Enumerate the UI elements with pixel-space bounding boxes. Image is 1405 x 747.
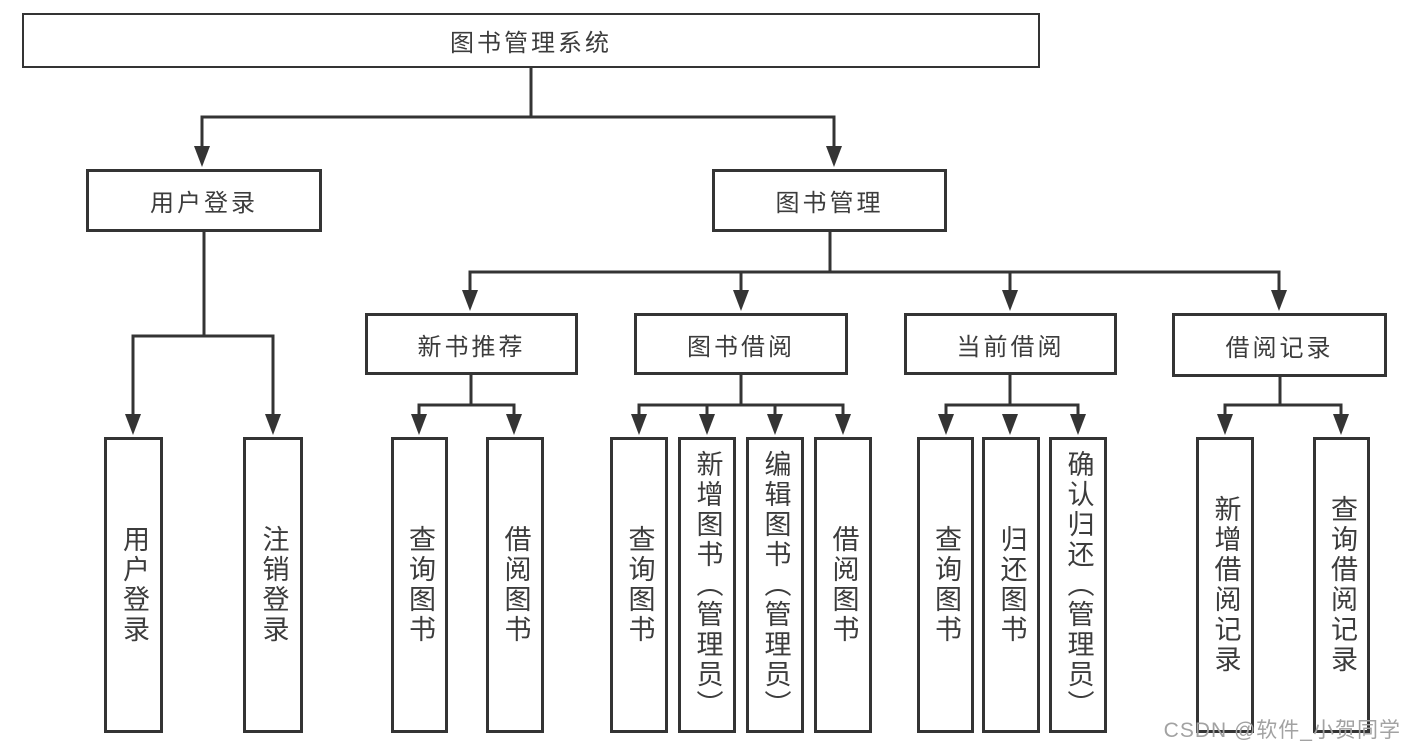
node-user-login-group: 用户登录 — [86, 169, 322, 232]
leaf-borrow-books-recommend: 借阅图书 — [486, 437, 544, 733]
connector-records-branch — [1217, 375, 1349, 435]
leaf-edit-books-admin: 编辑图书（管理员） — [746, 437, 804, 733]
leaf-query-books-borrow: 查询图书 — [610, 437, 668, 733]
csdn-watermark: CSDN @软件_小贺同学 — [1163, 719, 1401, 742]
leaf-query-books-recommend: 查询图书 — [391, 437, 448, 733]
leaf-confirm-return-admin: 确认归还（管理员） — [1049, 437, 1107, 733]
leaf-label: 查询图书 — [931, 525, 961, 645]
connector-bookmgmt-branch — [462, 230, 1287, 311]
node-borrowing-records: 借阅记录 — [1172, 313, 1387, 377]
node-label: 借阅记录 — [1225, 334, 1334, 362]
connector-userlogin-branch — [125, 230, 281, 435]
leaf-label: 借阅图书 — [828, 525, 859, 645]
leaf-label: 编辑图书（管理员） — [760, 450, 791, 720]
connector-borrow-branch — [631, 373, 851, 435]
node-library-management-system: 图书管理系统 — [22, 13, 1040, 68]
connector-newrec-branch — [411, 373, 522, 435]
leaf-label: 借阅图书 — [500, 525, 531, 645]
leaf-label: 确认归还（管理员） — [1063, 450, 1094, 720]
leaf-borrow-books: 借阅图书 — [814, 437, 872, 733]
leaf-add-books-admin: 新增图书（管理员） — [678, 437, 736, 733]
leaf-label: 用户登录 — [119, 525, 149, 645]
leaf-label: 新增借阅记录 — [1210, 495, 1241, 675]
node-new-book-recommend: 新书推荐 — [365, 313, 578, 375]
leaf-label: 新增图书（管理员） — [692, 450, 723, 720]
leaf-query-books-current: 查询图书 — [917, 437, 974, 733]
node-label: 图书管理系统 — [450, 30, 612, 57]
node-book-borrowing: 图书借阅 — [634, 313, 848, 375]
leaf-label: 查询图书 — [405, 525, 435, 645]
leaf-label: 查询图书 — [624, 525, 655, 645]
leaf-user-login: 用户登录 — [104, 437, 163, 733]
leaf-label: 查询借阅记录 — [1327, 495, 1357, 675]
node-current-borrowing: 当前借阅 — [904, 313, 1117, 375]
node-label: 当前借阅 — [956, 333, 1065, 361]
leaf-query-borrow-record: 查询借阅记录 — [1313, 437, 1370, 733]
connector-current-branch — [938, 373, 1086, 435]
node-label: 用户登录 — [150, 190, 258, 217]
leaf-return-books: 归还图书 — [982, 437, 1040, 733]
node-book-management: 图书管理 — [712, 169, 947, 232]
node-label: 图书借阅 — [687, 333, 795, 361]
node-label: 新书推荐 — [417, 333, 526, 361]
connector-root-to-level2 — [194, 66, 842, 167]
leaf-logout: 注销登录 — [243, 437, 303, 733]
leaf-label: 归还图书 — [996, 525, 1027, 645]
leaf-label: 注销登录 — [258, 525, 289, 645]
node-label: 图书管理 — [775, 190, 884, 217]
leaf-add-borrow-record: 新增借阅记录 — [1196, 437, 1254, 733]
